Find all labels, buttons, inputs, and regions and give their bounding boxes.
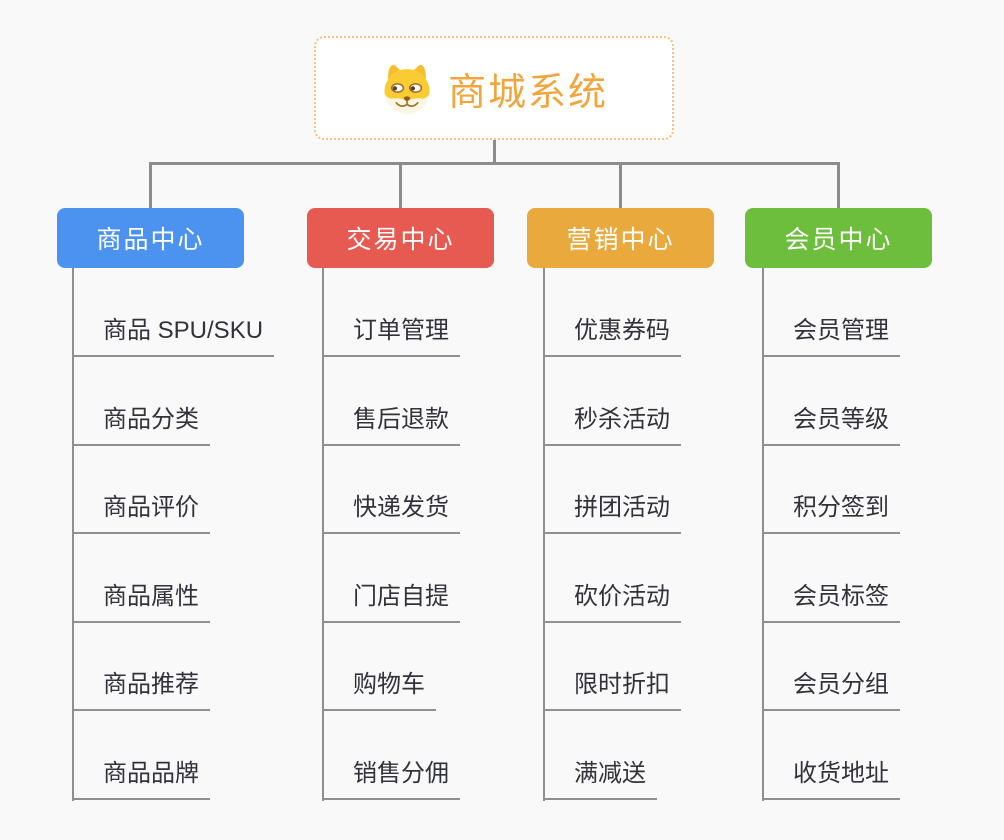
leaf-node[interactable]: 会员标签 [762, 580, 900, 623]
leaf-node[interactable]: 商品品牌 [72, 757, 210, 800]
branch-label: 会员中心 [784, 226, 893, 254]
trunk-line-trade [322, 268, 324, 801]
root-stem-line [493, 139, 496, 164]
branch-label: 交易中心 [346, 226, 455, 254]
leaf-node[interactable]: 销售分佣 [322, 757, 460, 800]
leaf-label: 门店自提 [322, 580, 460, 623]
leaf-label: 砍价活动 [543, 580, 681, 623]
leaf-node[interactable]: 商品 SPU/SKU [72, 314, 275, 357]
leaf-node[interactable]: 满减送 [543, 757, 657, 800]
leaf-node[interactable]: 收货地址 [762, 757, 900, 800]
leaf-node[interactable]: 商品推荐 [72, 668, 210, 711]
branch-label: 营销中心 [566, 226, 675, 254]
leaf-label: 收货地址 [762, 757, 900, 800]
dog-face-icon [384, 64, 430, 115]
drop-line-product [149, 163, 152, 208]
branch-bus-line [149, 162, 840, 165]
leaf-node[interactable]: 拼团活动 [543, 491, 681, 534]
leaf-node[interactable]: 秒杀活动 [543, 403, 681, 446]
leaf-node[interactable]: 商品评价 [72, 491, 210, 534]
branch-node-product[interactable]: 商品中心 [57, 208, 244, 268]
leaf-label: 商品品牌 [72, 757, 210, 800]
leaf-label: 拼团活动 [543, 491, 681, 534]
drop-line-marketing [619, 163, 622, 208]
leaf-label: 限时折扣 [543, 668, 681, 711]
leaf-node[interactable]: 快递发货 [322, 491, 460, 534]
trunk-line-product [72, 268, 74, 801]
branch-label: 商品中心 [96, 226, 205, 254]
leaf-node[interactable]: 商品属性 [72, 580, 210, 623]
leaf-label: 商品推荐 [72, 668, 210, 711]
leaf-node[interactable]: 会员管理 [762, 314, 900, 357]
leaf-node[interactable]: 优惠券码 [543, 314, 681, 357]
leaf-node[interactable]: 会员等级 [762, 403, 900, 446]
leaf-label: 积分签到 [762, 491, 900, 534]
leaf-node[interactable]: 限时折扣 [543, 668, 681, 711]
leaf-node[interactable]: 商品分类 [72, 403, 210, 446]
drop-line-member [837, 163, 840, 208]
leaf-node[interactable]: 会员分组 [762, 668, 900, 711]
leaf-label: 秒杀活动 [543, 403, 681, 446]
leaf-label: 商品评价 [72, 491, 210, 534]
root-node[interactable]: 商城系统 [314, 36, 674, 140]
branch-node-marketing[interactable]: 营销中心 [527, 208, 714, 268]
leaf-label: 快递发货 [322, 491, 460, 534]
leaf-label: 会员等级 [762, 403, 900, 446]
leaf-label: 商品分类 [72, 403, 210, 446]
trunk-line-marketing [543, 268, 545, 801]
leaf-node[interactable]: 售后退款 [322, 403, 460, 446]
leaf-label: 订单管理 [322, 314, 460, 357]
trunk-line-member [762, 268, 764, 801]
leaf-label: 售后退款 [322, 403, 460, 446]
leaf-node[interactable]: 门店自提 [322, 580, 460, 623]
branch-node-member[interactable]: 会员中心 [745, 208, 932, 268]
drop-line-trade [399, 163, 402, 208]
leaf-label: 商品 SPU/SKU [72, 314, 275, 357]
leaf-label: 销售分佣 [322, 757, 460, 800]
leaf-node[interactable]: 砍价活动 [543, 580, 681, 623]
leaf-label: 会员标签 [762, 580, 900, 623]
leaf-node[interactable]: 积分签到 [762, 491, 900, 534]
root-title: 商城系统 [447, 71, 608, 114]
leaf-label: 满减送 [543, 757, 657, 800]
leaf-label: 优惠券码 [543, 314, 681, 357]
leaf-label: 商品属性 [72, 580, 210, 623]
leaf-node[interactable]: 订单管理 [322, 314, 460, 357]
leaf-label: 会员管理 [762, 314, 900, 357]
leaf-label: 购物车 [322, 668, 436, 711]
leaf-node[interactable]: 购物车 [322, 668, 436, 711]
branch-node-trade[interactable]: 交易中心 [307, 208, 494, 268]
leaf-label: 会员分组 [762, 668, 900, 711]
